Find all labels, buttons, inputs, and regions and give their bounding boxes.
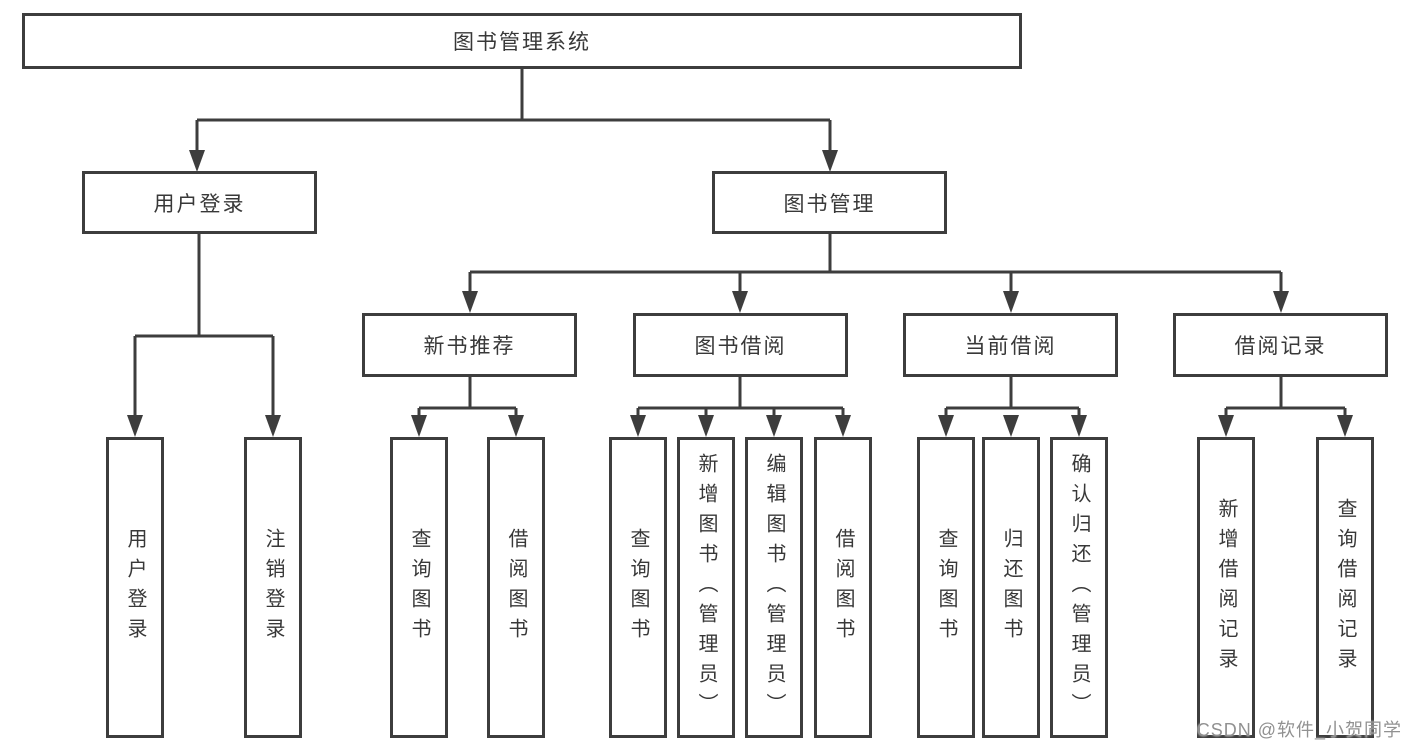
leaf-borrow-books: 借阅图书 (814, 437, 872, 738)
node-library-system: 图书管理系统 (22, 13, 1022, 69)
node-current-borrowing-label: 当前借阅 (964, 335, 1057, 358)
node-book-borrowing-label: 图书借阅 (694, 335, 787, 358)
leaf-query-books-recommend: 查询图书 (390, 437, 448, 738)
leaf-add-borrow-record: 新增借阅记录 (1197, 437, 1255, 738)
node-user-login-label: 用户登录 (153, 192, 246, 216)
leaf-return-books: 归还图书 (982, 437, 1040, 738)
leaf-confirm-return-admin-label: 确认归还（管理员） (1068, 452, 1090, 723)
leaf-logout: 注销登录 (244, 437, 302, 738)
node-book-borrowing: 图书借阅 (633, 313, 848, 377)
leaf-query-books-recommend-label: 查询图书 (408, 527, 430, 648)
leaf-query-books-current-label: 查询图书 (935, 527, 957, 648)
leaf-return-books-label: 归还图书 (1000, 527, 1022, 648)
node-current-borrowing: 当前借阅 (903, 313, 1118, 377)
leaf-query-books-borrowing-label: 查询图书 (627, 527, 649, 648)
leaf-add-borrow-record-label: 新增借阅记录 (1215, 497, 1237, 678)
node-borrowing-records-label: 借阅记录 (1234, 335, 1327, 358)
node-user-login: 用户登录 (82, 171, 317, 234)
leaf-query-borrow-record-label: 查询借阅记录 (1334, 497, 1356, 678)
leaf-query-books-borrowing: 查询图书 (609, 437, 667, 738)
leaf-borrow-books-recommend-label: 借阅图书 (505, 527, 527, 648)
leaf-confirm-return-admin: 确认归还（管理员） (1050, 437, 1108, 738)
node-library-system-label: 图书管理系统 (453, 31, 591, 54)
leaf-borrow-books-recommend: 借阅图书 (487, 437, 545, 738)
leaf-borrow-books-label: 借阅图书 (832, 527, 854, 648)
node-new-book-recommend-label: 新书推荐 (423, 335, 516, 358)
node-book-management-label: 图书管理 (783, 192, 876, 216)
leaf-logout-label: 注销登录 (262, 527, 284, 648)
leaf-user-login-label: 用户登录 (124, 527, 146, 648)
leaf-user-login: 用户登录 (106, 437, 164, 738)
leaf-edit-books-admin: 编辑图书（管理员） (745, 437, 803, 738)
node-book-management: 图书管理 (712, 171, 947, 234)
leaf-edit-books-admin-label: 编辑图书（管理员） (763, 452, 785, 723)
leaf-add-books-admin: 新增图书（管理员） (677, 437, 735, 738)
leaf-query-borrow-record: 查询借阅记录 (1316, 437, 1374, 738)
leaf-add-books-admin-label: 新增图书（管理员） (695, 452, 717, 723)
watermark: CSDN @软件_小贺同学 (1196, 720, 1402, 740)
node-borrowing-records: 借阅记录 (1173, 313, 1388, 377)
leaf-query-books-current: 查询图书 (917, 437, 975, 738)
node-new-book-recommend: 新书推荐 (362, 313, 577, 377)
